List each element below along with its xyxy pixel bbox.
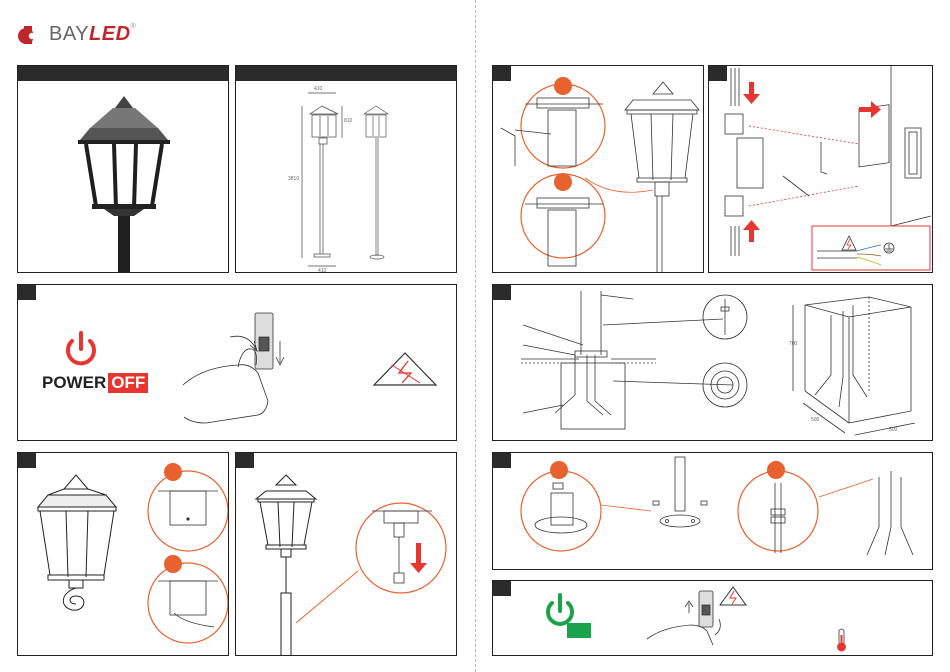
pole-assembly-illustration — [236, 453, 457, 656]
panel-wiring — [708, 65, 933, 273]
step-badge — [554, 173, 572, 191]
step-badge — [550, 461, 568, 479]
power-on-illustration — [493, 581, 933, 656]
power-off-illustration — [18, 285, 457, 441]
detail-circle — [356, 503, 446, 593]
off-state-badge: OFF — [108, 373, 148, 393]
thermometer-icon — [838, 629, 846, 651]
panel-power-on — [492, 580, 933, 656]
ground-icon — [884, 243, 894, 253]
brand-registered-mark: ® — [131, 23, 137, 30]
step-badge — [164, 555, 182, 573]
page-fold-divider — [475, 0, 476, 672]
power-icon — [548, 595, 572, 624]
panel-product-view — [17, 65, 229, 273]
detail-circle-bottom — [148, 563, 228, 643]
detail-circle-right — [738, 471, 818, 551]
on-state-badge — [567, 623, 591, 638]
step-badge — [164, 463, 182, 481]
lantern-product-illustration — [18, 66, 229, 273]
high-voltage-warning-icon — [842, 236, 856, 250]
panel-foundation: 700 500 500 — [492, 284, 933, 441]
high-voltage-warning-icon — [720, 587, 746, 605]
lantern-head-illustration — [18, 453, 229, 656]
dim-head-height: 810 — [344, 118, 352, 124]
brand-name-bay: BAY — [49, 23, 89, 45]
power-icon — [68, 333, 94, 363]
panel-pole-assembly — [235, 452, 457, 656]
step-badge — [554, 77, 572, 95]
bayled-logo-mark — [0, 0, 40, 40]
detail-circle-top — [148, 471, 228, 551]
dim-foundation-height: 700 — [789, 341, 797, 347]
detail-circle-top — [521, 84, 605, 168]
wiring-illustration — [709, 66, 933, 273]
dim-foundation-depth: 500 — [889, 427, 897, 433]
panel-base-mounting — [492, 452, 933, 570]
brand-logo: BAYLED® — [49, 23, 136, 46]
panel-head-fixing — [492, 65, 704, 273]
dim-foundation-width: 500 — [811, 417, 819, 423]
power-word: POWER — [42, 373, 106, 392]
foundation-illustration — [493, 285, 933, 441]
dim-total-height: 3810 — [288, 176, 299, 182]
head-fixing-illustration — [493, 66, 704, 273]
high-voltage-warning-icon — [374, 353, 436, 385]
dim-base-width: 410 — [318, 268, 326, 273]
dimension-drawing — [236, 66, 457, 273]
brand-name-led: LED — [89, 23, 131, 45]
panel-dimensions: 410 810 3810 410 — [235, 65, 457, 273]
step-badge — [767, 461, 785, 479]
dim-top-width: 410 — [314, 86, 322, 92]
panel-lantern-head — [17, 452, 229, 656]
